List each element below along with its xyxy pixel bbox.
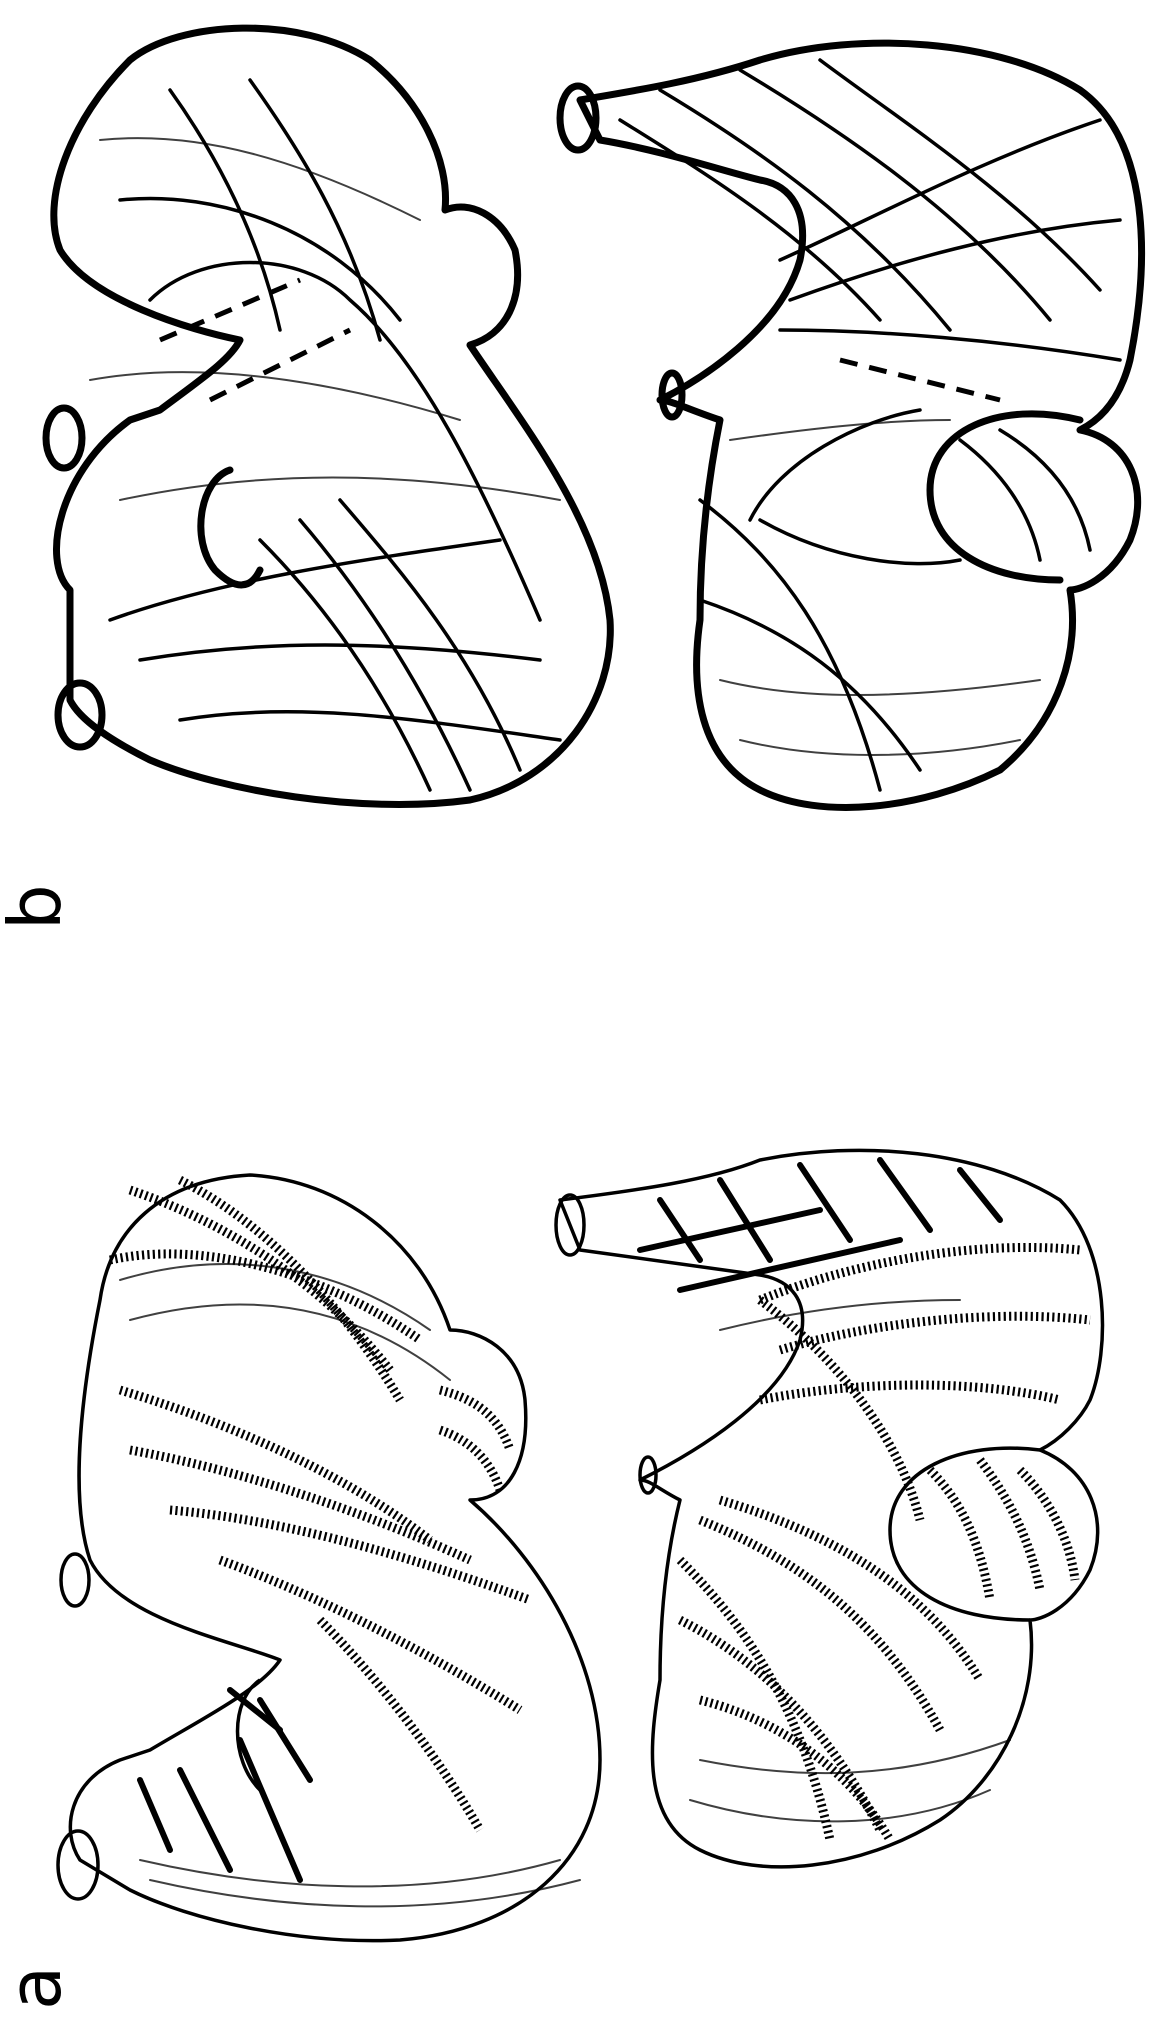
notch-b bbox=[201, 470, 260, 585]
outline-left-a bbox=[70, 1175, 600, 1941]
panel-b-left-view bbox=[46, 28, 610, 804]
panel-a-right-view bbox=[556, 1150, 1102, 1867]
panel-a-left-view bbox=[58, 1175, 600, 1941]
panel-a-label: a bbox=[0, 1966, 77, 2010]
panel-b-label: b bbox=[0, 884, 77, 930]
appendage-b bbox=[930, 414, 1080, 580]
panel-b: b bbox=[0, 28, 1142, 930]
outline-left-b bbox=[54, 28, 610, 804]
vessel-stub-a1 bbox=[58, 1831, 98, 1899]
panel-b-right-view bbox=[560, 43, 1142, 807]
panel-a: a bbox=[0, 1150, 1102, 2010]
vessel-stub-b1 bbox=[46, 408, 82, 468]
vessel-stub-a2 bbox=[61, 1554, 89, 1606]
